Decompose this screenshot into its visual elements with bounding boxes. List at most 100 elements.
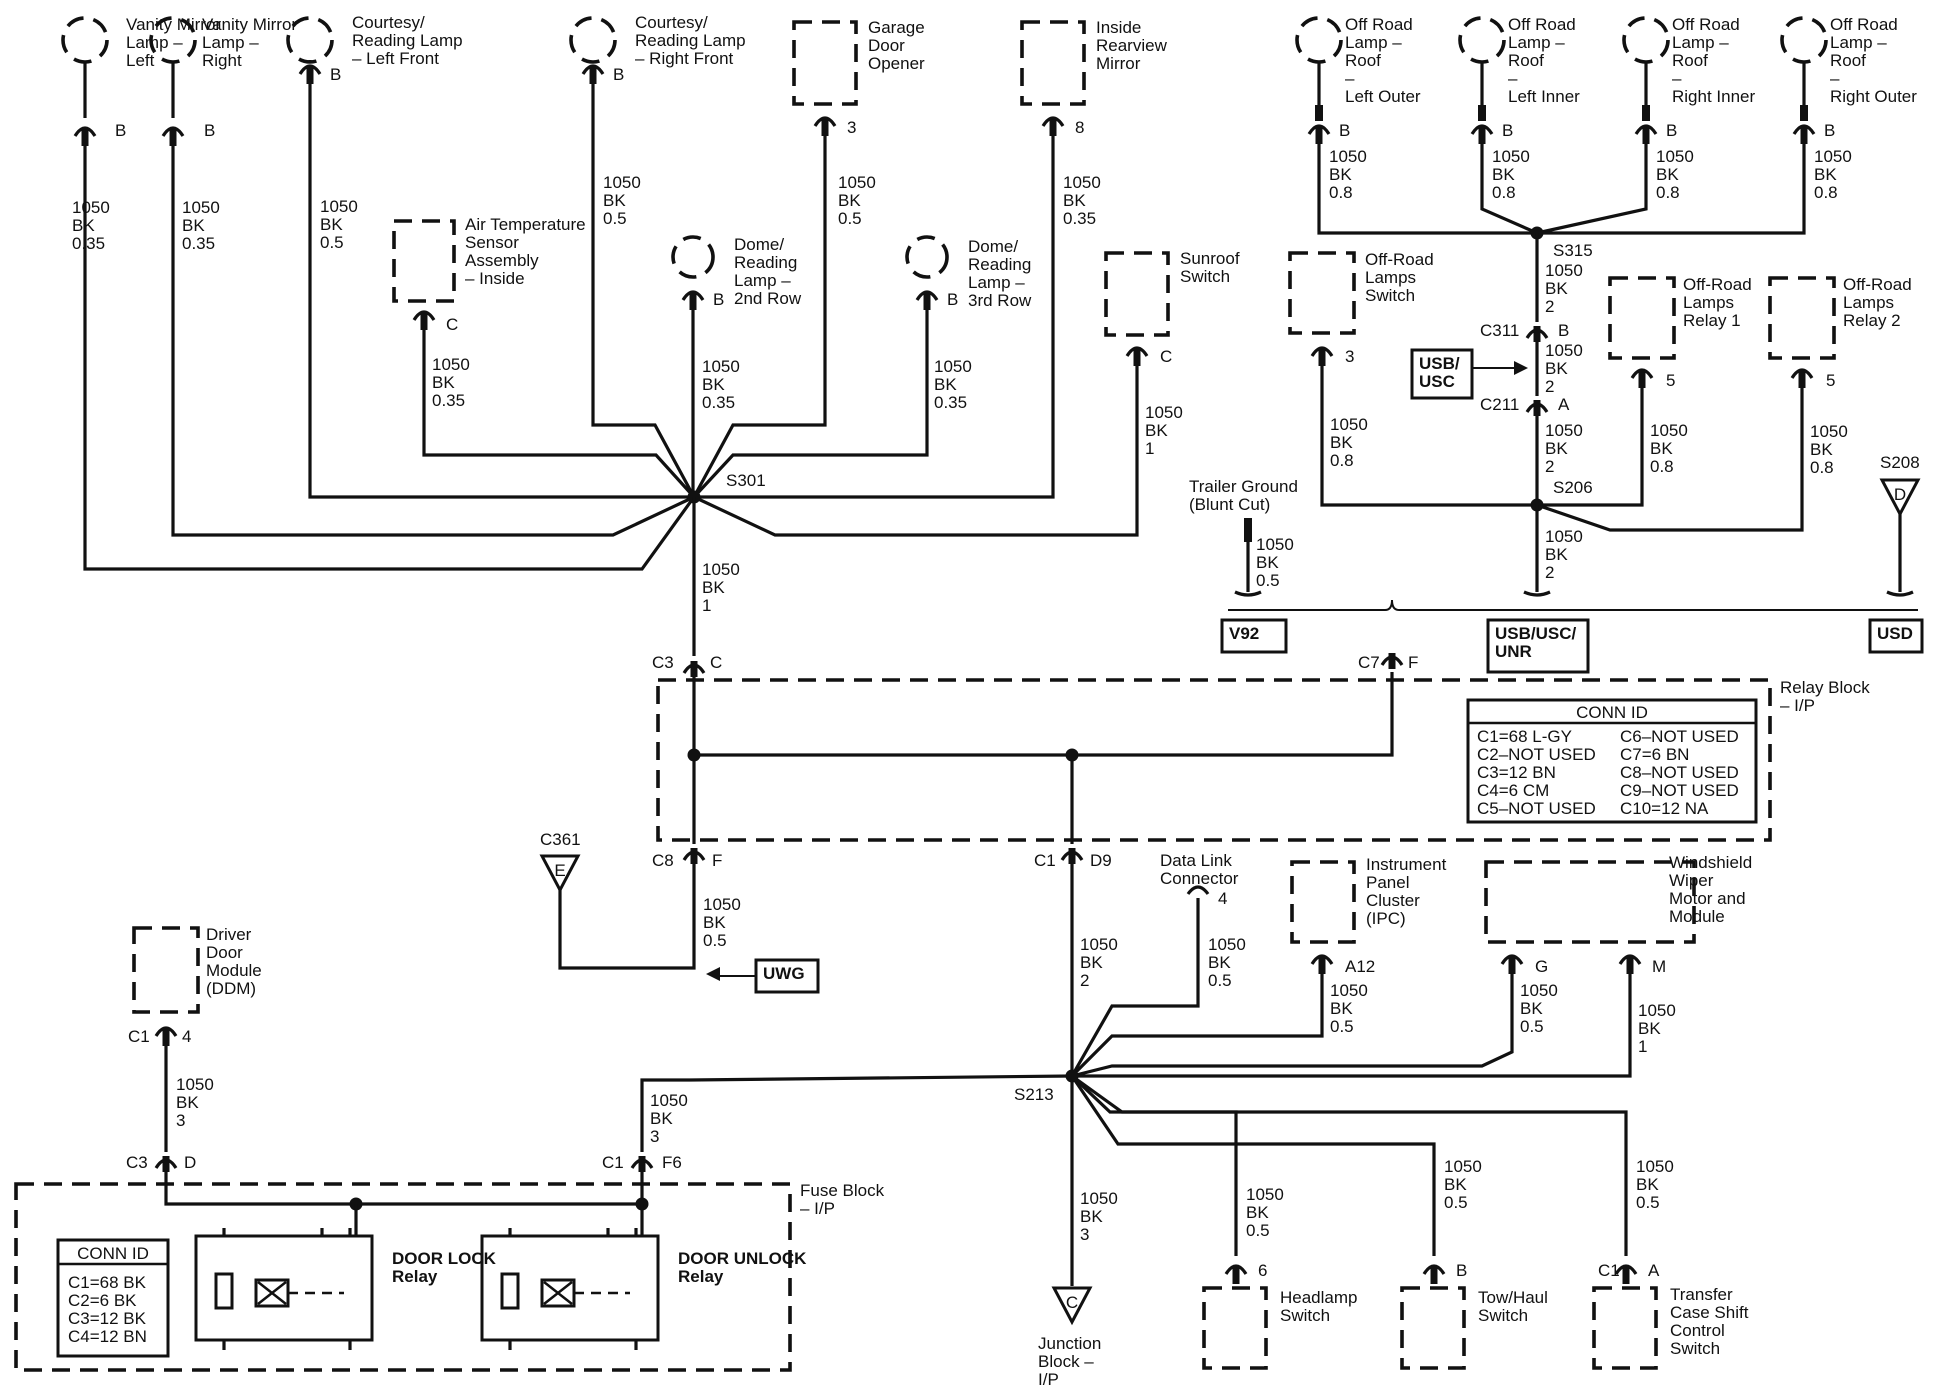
connector-pin-body bbox=[1133, 348, 1141, 366]
blunt-trailer bbox=[1234, 590, 1262, 597]
instrument-panel-cluster bbox=[1290, 860, 1356, 944]
connector-pin-body bbox=[1638, 370, 1646, 388]
offroad-lamp-body-0 bbox=[1315, 105, 1323, 121]
usb-usc-option bbox=[1410, 348, 1474, 400]
connector-pin-body bbox=[81, 128, 89, 146]
blunt-s206 bbox=[1523, 590, 1551, 597]
wire-dlc bbox=[1070, 898, 1200, 1077]
usb-usc-option-label: USB/USC bbox=[1419, 354, 1460, 391]
pin-offroad-switch: 3 bbox=[1345, 347, 1354, 366]
windshield-wiper-module bbox=[1484, 860, 1696, 944]
uwg-option-label: UWG bbox=[763, 964, 805, 983]
label-c7-pin: F bbox=[1408, 653, 1418, 672]
connector-pin-body bbox=[306, 66, 314, 84]
arrow-usb-usc-head bbox=[1514, 361, 1528, 375]
connector-pin-body bbox=[1318, 956, 1326, 974]
connector-pin-body bbox=[1049, 118, 1057, 136]
relay-conn-id-cell: C2–NOT USED bbox=[1477, 745, 1596, 764]
fuse-conn-id-cell: C4=12 BN bbox=[68, 1327, 147, 1346]
pin-garage: 3 bbox=[847, 118, 856, 137]
label-courtesy-lf: Courtesy/Reading Lamp– Left Front bbox=[352, 13, 463, 68]
door-lock-relay-resistor bbox=[214, 1272, 234, 1310]
label-fb-c1-pin: F6 bbox=[662, 1153, 682, 1172]
pin-offroad_ro: B bbox=[1824, 121, 1835, 140]
label-fb-c3: C3 bbox=[126, 1153, 148, 1172]
ground-junction bbox=[1051, 1286, 1093, 1326]
pin-headlamp: 6 bbox=[1258, 1261, 1267, 1280]
splice-s213 bbox=[1065, 1069, 1079, 1083]
wires-layer bbox=[73, 60, 1918, 1350]
tow-haul-switch bbox=[1400, 1286, 1466, 1370]
relay-conn-id-title: CONN ID bbox=[1576, 703, 1648, 722]
label-relay-block: Relay Block– I/P bbox=[1780, 678, 1870, 715]
relay-conn-id-cell: C3=12 BN bbox=[1477, 763, 1556, 782]
boxes-layer bbox=[14, 16, 1924, 1372]
uwg-option bbox=[754, 958, 820, 994]
label-s206: S206 bbox=[1553, 478, 1593, 497]
label-ddm-conn: C1 bbox=[128, 1027, 150, 1046]
blunt-ground-d bbox=[1886, 590, 1914, 597]
relay-conn-id-cell: C6–NOT USED bbox=[1620, 727, 1739, 746]
wire-tc bbox=[1071, 1074, 1628, 1256]
pin-offroad-relay1: 5 bbox=[1666, 371, 1675, 390]
garage-door-opener bbox=[792, 20, 858, 106]
pin-dome-2nd: B bbox=[713, 290, 724, 309]
dome-3rd-lamp bbox=[905, 235, 949, 279]
wire-sunroof bbox=[693, 366, 1139, 537]
label-c1-pin: D9 bbox=[1090, 851, 1112, 870]
offroad-lamps-switch bbox=[1288, 251, 1356, 335]
wire-offroad-relay2 bbox=[1536, 388, 1804, 532]
relay-block-dot-right bbox=[1065, 748, 1079, 762]
pin-ddm: 4 bbox=[182, 1027, 191, 1046]
label-c8: C8 bbox=[652, 851, 674, 870]
courtesy-lf-lamp bbox=[286, 16, 334, 64]
fuse-conn-id-title: CONN ID bbox=[77, 1244, 149, 1263]
pin-vanity-right: B bbox=[204, 121, 215, 140]
wire-offroad-relay1 bbox=[1537, 388, 1644, 507]
pin-dome-3rd: B bbox=[947, 290, 958, 309]
vanity-right-lamp bbox=[149, 16, 197, 64]
trailer-blunt-body bbox=[1244, 518, 1252, 542]
vanity-left-lamp bbox=[61, 16, 109, 64]
connector-pin-body bbox=[821, 118, 829, 136]
wire-ipc bbox=[1070, 974, 1324, 1078]
ground-e bbox=[539, 854, 581, 894]
connector-pin-body bbox=[1642, 126, 1650, 144]
label-c311-pin: B bbox=[1558, 321, 1569, 340]
headlamp-switch bbox=[1202, 1286, 1268, 1370]
wire-fb-c1-s213 bbox=[640, 1074, 1073, 1152]
connector-pin-body bbox=[1315, 126, 1323, 144]
fuse-conn-id-cell: C1=68 BK bbox=[68, 1273, 147, 1292]
wire-vanity-left bbox=[83, 146, 696, 571]
inline-connector-body bbox=[1533, 326, 1541, 342]
relay-conn-id-cell: C5–NOT USED bbox=[1477, 799, 1596, 818]
label-fb-c1: C1 bbox=[602, 1153, 624, 1172]
label-trailer-ground: Trailer Ground(Blunt Cut) bbox=[1189, 477, 1298, 514]
wire-tow bbox=[1070, 1075, 1436, 1256]
label-c361: C361 bbox=[540, 830, 581, 849]
label-s315: S315 bbox=[1553, 241, 1593, 260]
